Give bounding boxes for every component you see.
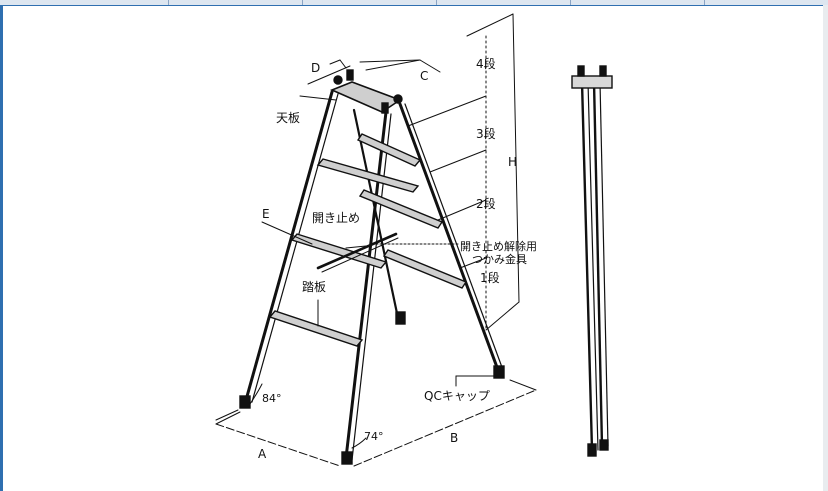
label-dim-d: D [311,61,320,75]
label-top-plate: 天板 [276,111,300,125]
label-spreader-release-2: つかみ金具 [472,252,527,266]
label-qc-cap: QCキャップ [424,389,490,403]
base-dimensions [215,375,537,467]
back-legs [352,102,505,379]
label-step-4: 4段 [476,56,496,71]
left-border [0,5,3,491]
right-border [823,5,828,491]
label-dim-e: E [262,207,270,221]
step-boards [268,133,468,347]
top-plate [329,69,403,114]
table-cell-divider [704,0,705,5]
label-dim-h: H [508,155,517,169]
label-step-2: 2段 [476,196,496,211]
leader-lines [261,95,367,327]
height-dimension [407,13,520,331]
label-step-3: 3段 [476,126,496,141]
folded-ladder [571,65,613,457]
table-cell-divider [168,0,169,5]
label-angle-84: 84° [262,392,282,405]
top-dimensions [307,59,441,85]
top-table-border [0,0,828,6]
spreader [316,232,459,273]
label-spreader-release: 開き止め解除用 [460,239,537,253]
label-spreader: 開き止め [312,211,360,225]
table-cell-divider [570,0,571,5]
table-cell-divider [436,0,437,5]
label-step-1: 1段 [480,270,500,285]
front-legs [239,90,392,465]
table-cell-divider [302,0,303,5]
label-step-board: 踏板 [302,280,326,294]
label-dim-b: B [450,431,458,445]
label-angle-74: 74° [364,430,384,443]
label-dim-a: A [258,447,267,461]
label-dim-c: C [420,69,428,83]
